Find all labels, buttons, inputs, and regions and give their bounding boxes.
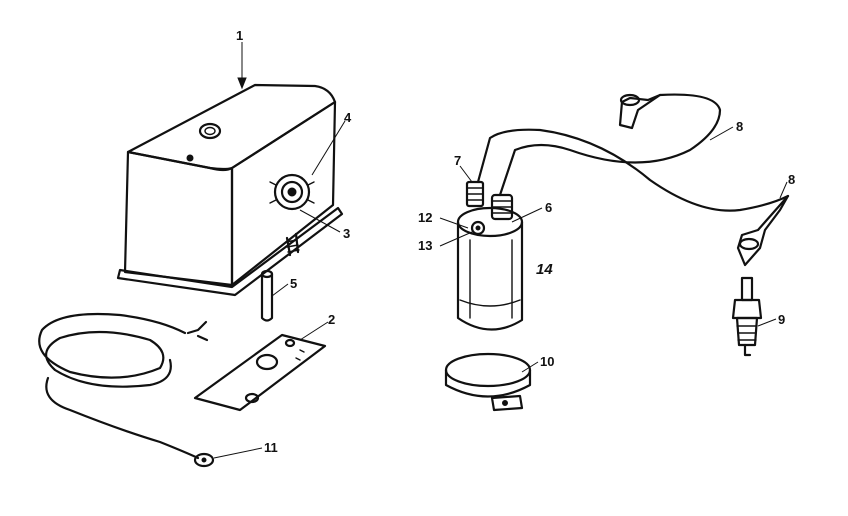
callout-9: 9 xyxy=(778,312,785,327)
callout-3: 3 xyxy=(343,226,350,241)
callout-11: 11 xyxy=(264,440,278,455)
callout-10: 10 xyxy=(540,354,554,369)
callout-4: 4 xyxy=(344,110,352,125)
secondary-tower xyxy=(490,193,514,221)
coil-cover xyxy=(116,83,344,297)
callout-labels: 1 2 3 4 5 6 7 8 8 9 10 11 12 13 14 xyxy=(236,28,795,455)
terminal-screw xyxy=(470,220,486,236)
callout-6: 6 xyxy=(545,200,552,215)
mounting-plate xyxy=(193,333,327,412)
leader-lines xyxy=(213,42,788,459)
primary-terminal xyxy=(465,180,485,208)
side-grommet xyxy=(269,173,315,211)
spark-plug xyxy=(731,276,763,357)
callout-8a: 8 xyxy=(736,119,743,134)
callout-13: 13 xyxy=(418,238,432,253)
ht-leads xyxy=(476,93,790,267)
callout-1: 1 xyxy=(236,28,243,43)
callout-8b: 8 xyxy=(788,172,795,187)
callout-14: 14 xyxy=(536,261,553,278)
callout-5: 5 xyxy=(290,276,297,291)
pin-sleeve xyxy=(260,269,274,322)
callout-2: 2 xyxy=(328,312,335,327)
hose-clamp xyxy=(444,352,532,412)
callout-7: 7 xyxy=(454,153,461,168)
callout-12: 12 xyxy=(418,210,432,225)
ignition-coil xyxy=(456,206,524,331)
ground-lead xyxy=(38,312,215,468)
